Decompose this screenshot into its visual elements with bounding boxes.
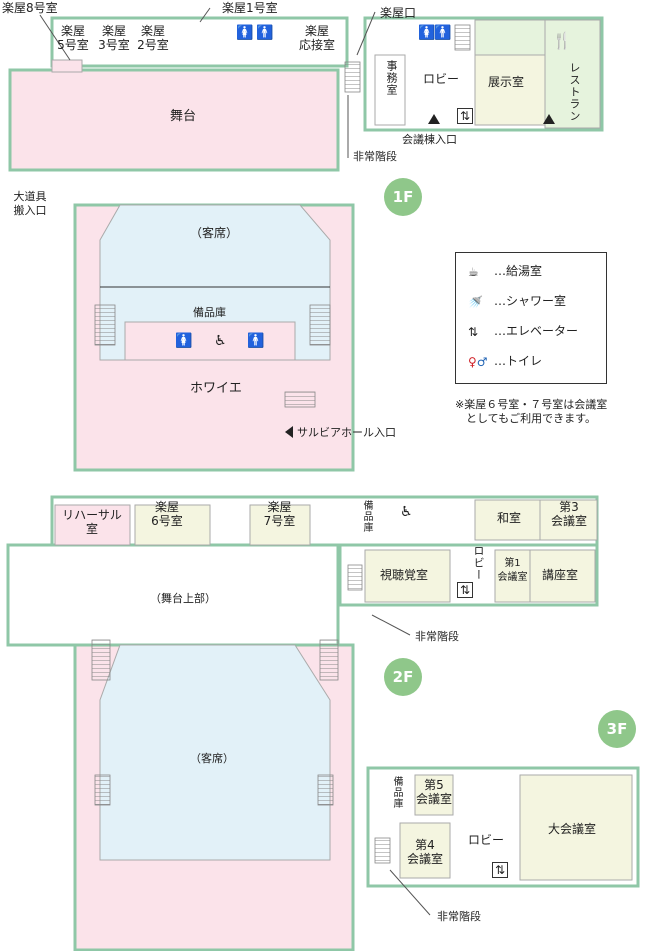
floor-badge-2f: 2F (384, 658, 422, 696)
f1-foyer-label: ホワイエ (190, 381, 242, 396)
f3-emergency-stairs-label: 非常階段 (437, 910, 481, 923)
toilet-icon: 🚺 (418, 25, 436, 41)
elevator-icon: ⇅ (457, 108, 474, 124)
f2-dressing6-label: 楽屋 6号室 (151, 500, 183, 528)
elevator-icon: ⇅ (492, 862, 509, 878)
f2-lecture-label: 講座室 (542, 568, 579, 582)
f1-dressing3-label: 楽屋 3号室 (98, 24, 130, 52)
toilet-icon: 🚺 (175, 333, 193, 349)
f2-japanese-room-label: 和室 (497, 511, 522, 525)
f2-stage-upper-label: （舞台上部） (150, 592, 216, 605)
f1-office-label: 事務室 (385, 60, 398, 96)
toilet-icon: 🚹 (256, 25, 274, 41)
f2-emergency-stairs-label: 非常階段 (415, 630, 459, 643)
f3-storage-label: 備品庫 (391, 776, 402, 809)
f1-emergency-stairs-label: 非常階段 (353, 150, 397, 163)
accessible-icon: ♿ (214, 333, 227, 349)
f1-exhibition-label: 展示室 (488, 75, 525, 89)
f1-restaurant-label: レストラン (568, 62, 581, 122)
elevator-icon: ⇅ (468, 324, 479, 339)
floor-badge-3f: 3F (598, 710, 636, 748)
f2-conf1-label: 第1 会議室 (497, 558, 528, 583)
f1-reception-room-label: 楽屋 応接室 (298, 24, 335, 52)
f2-rehearsal-label: リハーサル 室 (62, 508, 122, 536)
f2-storage-label: 備品庫 (361, 500, 372, 533)
f1-dressing-entrance-label: 楽屋口 (380, 6, 417, 20)
legend-item: ☕…給湯室 (468, 261, 542, 281)
f2-av-room-label: 視聴覚室 (380, 568, 429, 582)
elevator-icon: ⇅ (457, 582, 474, 598)
f1-lobby-label: ロビー (423, 72, 460, 86)
f1-dressing2-label: 楽屋 2号室 (137, 24, 169, 52)
shower-icon: 🚿 (468, 294, 483, 309)
f1-dressing5-label: 楽屋 5号室 (57, 24, 89, 52)
f1-storage-label: 備品庫 (193, 306, 226, 319)
f2-lobby-label: ロビー (472, 545, 485, 581)
f1-seats-label: （客席） (190, 226, 239, 240)
toilet-icon: 🚹 (247, 333, 265, 349)
f1-hall-entrance-label: サルビアホール入口 (297, 426, 396, 439)
f3-conf4-label: 第4 会議室 (406, 838, 443, 866)
f2-dressing7-label: 楽屋 7号室 (263, 500, 296, 528)
legend-item: ⇅…エレベーター (468, 321, 578, 341)
kettle-icon: ☕ (468, 264, 479, 279)
f1-stage (8, 68, 340, 172)
restaurant-icon: 🍴 (552, 31, 572, 50)
f3-large-conf-label: 大会議室 (548, 822, 597, 836)
f1-stage-label: 舞台 (170, 109, 197, 124)
f2-stage-upper (6, 543, 340, 647)
floor-badge-1f: 1F (384, 178, 422, 216)
toilet-icon: ♀♂ (468, 354, 488, 369)
legend-box: ☕…給湯室 🚿…シャワー室 ⇅…エレベーター ♀♂…トイレ (455, 252, 607, 384)
f2-conf3-label: 第3 会議室 (550, 500, 587, 528)
f1-dressing-strip (50, 16, 349, 68)
f2-seats-label: （客席） (190, 752, 234, 765)
f1-conference-entrance-label: 会議棟入口 (402, 133, 457, 146)
f1-dressing1-label: 楽屋1号室 (222, 1, 278, 15)
toilet-icon: 🚺 (236, 25, 254, 41)
toilet-icon: 🚹 (434, 25, 452, 41)
legend-item: ♀♂…トイレ (468, 351, 542, 371)
f3-lobby-label: ロビー (468, 833, 505, 847)
legend-note: ※楽屋６号室・７号室は会議室 としてもご利用できます。 (455, 398, 608, 425)
legend-item: 🚿…シャワー室 (468, 291, 566, 311)
f1-dressing8-label: 楽屋8号室 (2, 1, 58, 15)
f3-conf5-label: 第5 会議室 (415, 778, 452, 806)
accessible-icon: ♿ (400, 504, 413, 520)
f1-prop-entrance-label: 大道具 搬入口 (13, 190, 47, 217)
